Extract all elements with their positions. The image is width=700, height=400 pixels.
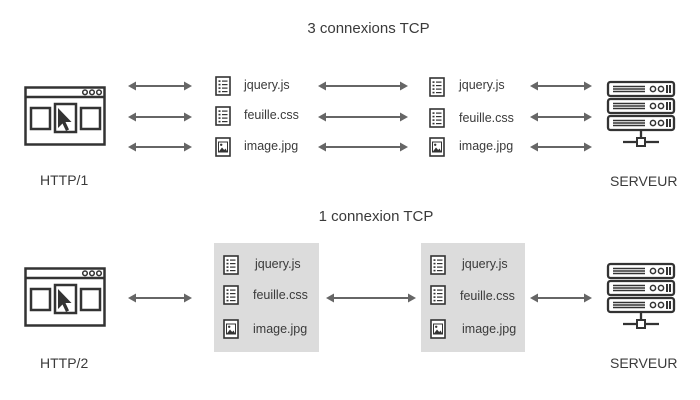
http2-section-title: 1 connexion TCP [318, 208, 434, 225]
image-icon [429, 137, 445, 157]
file-name: feuille.css [253, 288, 308, 302]
arrow-file-file-1 [318, 81, 408, 91]
file-name: image.jpg [462, 322, 517, 336]
file-name: jquery.js [462, 257, 508, 271]
arrow-file-server-1 [530, 81, 592, 91]
arrow-client-file-3 [128, 142, 192, 152]
document-icon [429, 77, 445, 97]
file-name: jquery.js [244, 78, 290, 92]
arrow-single-connection [326, 293, 416, 303]
file-name: feuille.css [244, 108, 299, 122]
client-label-http1: HTTP/1 [40, 172, 89, 188]
http1-section-title: 3 connexions TCP [307, 20, 430, 37]
document-icon [430, 255, 446, 275]
file-name: jquery.js [459, 78, 505, 92]
document-icon [215, 76, 231, 96]
file-name: feuille.css [460, 289, 515, 303]
image-icon [430, 319, 446, 339]
document-icon [215, 106, 231, 126]
server-icon [606, 262, 676, 334]
document-icon [223, 285, 239, 305]
arrow-file-server-2 [530, 112, 592, 122]
document-icon [223, 255, 239, 275]
client-label-http2: HTTP/2 [40, 355, 89, 371]
file-name: image.jpg [253, 322, 308, 336]
image-icon [215, 137, 231, 157]
arrow-file-file-3 [318, 142, 408, 152]
image-icon [223, 319, 239, 339]
file-name: image.jpg [244, 139, 299, 153]
server-label-http2: SERVEUR [610, 355, 678, 371]
arrow-file-server-3 [530, 142, 592, 152]
file-name: feuille.css [459, 111, 514, 125]
arrow-client-file-2 [128, 112, 192, 122]
arrow-file-file-2 [318, 112, 408, 122]
file-name: image.jpg [459, 139, 514, 153]
arrow-connection-server [530, 293, 592, 303]
browser-icon [24, 267, 106, 327]
browser-icon [24, 86, 106, 146]
server-icon [606, 80, 676, 152]
arrow-client-file-1 [128, 81, 192, 91]
document-icon [429, 108, 445, 128]
arrow-client-connection [128, 293, 192, 303]
server-label-http1: SERVEUR [610, 173, 678, 189]
file-name: jquery.js [255, 257, 301, 271]
document-icon [430, 285, 446, 305]
